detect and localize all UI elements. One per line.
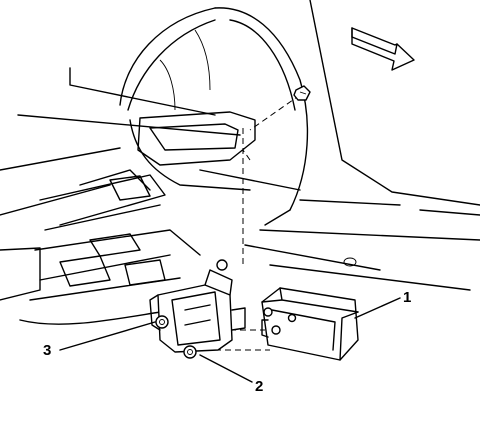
emission-canister bbox=[261, 287, 359, 361]
assembly-guide-lines bbox=[215, 94, 301, 351]
wheel-well-outline bbox=[17, 0, 480, 226]
fastener-bolts bbox=[155, 259, 228, 359]
callout-3: 3 bbox=[43, 342, 52, 359]
callout-2: 2 bbox=[255, 378, 264, 395]
canister-mounting-bracket bbox=[149, 269, 246, 353]
mounting-bracket-plate bbox=[129, 111, 301, 191]
fastener-nut bbox=[293, 85, 311, 101]
callout-leader-lines bbox=[59, 297, 401, 383]
direction-arrow-icon bbox=[351, 27, 415, 71]
callout-1: 1 bbox=[403, 289, 412, 306]
underbody-floor bbox=[0, 147, 480, 325]
